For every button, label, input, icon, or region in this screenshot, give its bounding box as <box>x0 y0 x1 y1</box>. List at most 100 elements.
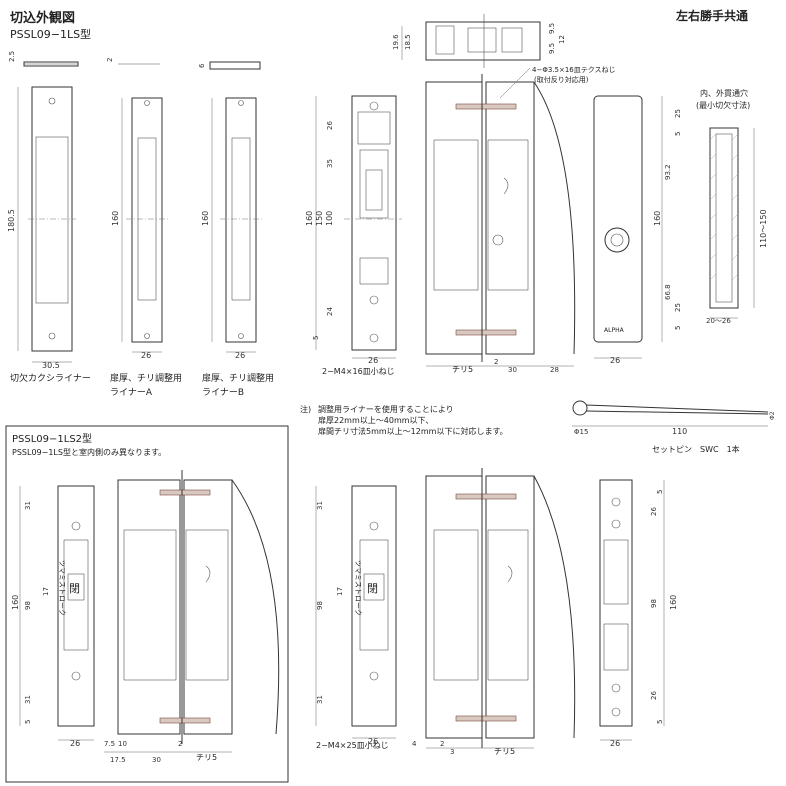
lower-b-4: 4 <box>412 740 417 748</box>
liner-a-height: 160 <box>111 211 120 226</box>
set-pin-length: 110 <box>672 427 687 436</box>
liner-kakushi-width: 30.5 <box>42 361 60 370</box>
front-dim-100: 100 <box>325 211 334 226</box>
side-brand: ALPHA <box>604 327 625 334</box>
liner-kakushi-label: 切欠カクシライナー <box>10 372 91 384</box>
top-dim-1: 19.6 <box>392 34 400 50</box>
side-width: 26 <box>610 356 620 365</box>
lower-b-2: 2 <box>440 740 444 748</box>
ls2-dim-31a: 31 <box>24 501 32 510</box>
ls2-b-2: 2 <box>178 740 182 748</box>
set-pin-diameter: Φ15 <box>574 428 588 436</box>
ls2-stroke: 17 <box>42 587 50 596</box>
ls2-b-17-5: 17.5 <box>110 756 126 764</box>
liner-b-thickness: 6 <box>198 63 206 68</box>
liner-b-height: 160 <box>201 211 210 226</box>
ls2-b-7-5: 7.5 <box>104 740 115 748</box>
screw-m4x25-label: 2−M4×25皿小ねじ <box>316 741 389 750</box>
front-dim-5: 5 <box>312 336 320 340</box>
screw-callout-1: 4−Φ3.5×16皿テクスねじ <box>532 66 616 74</box>
ls2-chiri: チリ5 <box>196 753 217 762</box>
lr-dim-26a: 26 <box>650 507 658 516</box>
chiri-1ls: チリ5 <box>452 365 473 374</box>
side-dim-25a: 25 <box>674 109 682 118</box>
set-pin-pin-d: Φ2 <box>769 411 776 420</box>
front-width-26: 26 <box>368 356 378 365</box>
lower-front-faceplate: 閉 ツマミストローク 31 98 31 17 26 2−M4×25皿小ねじ <box>315 485 397 750</box>
top-dim-5: 12 <box>558 35 566 44</box>
cut-section: 内、外貫通穴 (最小切欠寸法) 110〜150 20〜26 <box>696 88 768 325</box>
ls2-title: PSSL09−1LS2型 <box>12 432 92 445</box>
liner-a-thickness: 2 <box>106 58 114 62</box>
hole-note-1: 内、外貫通穴 <box>700 88 748 98</box>
sec-dim-2: 2 <box>494 358 498 366</box>
side-dim-25b: 25 <box>674 303 682 312</box>
lr-width: 26 <box>610 739 620 748</box>
screw-callout-2: (取付反り対応用) <box>534 75 589 84</box>
side-dim-66: 66.8 <box>664 284 672 300</box>
set-pin: Φ15 110 Φ2 セットピン SWC 1本 <box>572 400 776 454</box>
drawing-title: 切込外観図 <box>10 10 75 26</box>
front-dim-24: 24 <box>326 307 334 316</box>
lower-b-3: 3 <box>450 748 454 756</box>
screw-m4x16-label: 2−M4×16皿小ねじ <box>322 367 395 376</box>
set-pin-caption: セットピン SWC 1本 <box>652 444 740 454</box>
front-dim-35: 35 <box>326 159 334 168</box>
top-dim-4: 9.5 <box>548 43 556 54</box>
ls2-b-30: 30 <box>152 756 161 764</box>
ls2-dim-98: 98 <box>24 601 32 610</box>
ls2-width: 26 <box>70 739 80 748</box>
common-note: 左右勝手共通 <box>675 8 748 23</box>
ls2-dim-160: 160 <box>11 595 20 610</box>
lower-dim-98: 98 <box>316 601 324 610</box>
lr-dim-26b: 26 <box>650 691 658 700</box>
lower-chiri: チリ5 <box>494 747 515 756</box>
liner-b: 6 160 26 扉厚、チリ調整用 ライナーB <box>198 61 274 398</box>
lr-dim-98: 98 <box>650 599 658 608</box>
liner-b-label-2: ライナーB <box>202 387 244 398</box>
lower-tsumami: ツマミストローク <box>354 560 362 616</box>
notes-line-3: 扉間チリ寸法5mm以上〜12mm以下に対応します。 <box>318 426 508 436</box>
sec-dim-28: 28 <box>550 366 559 374</box>
liner-kakushi: 2.5 180.5 30.5 切欠カクシライナー <box>7 51 91 384</box>
liner-a: 2 160 26 扉厚、チリ調整用 ライナーA <box>106 58 182 398</box>
notes-line-1: 調整用ライナーを使用することにより <box>318 404 454 414</box>
lower-close-mark: 閉 <box>367 582 378 595</box>
sec-dim-30: 30 <box>508 366 517 374</box>
section-view-1ls: 4−Φ3.5×16皿テクスねじ (取付反り対応用) チリ5 2 30 28 <box>425 66 616 374</box>
front-dim-160: 160 <box>305 211 314 226</box>
lower-section-view: 4 2 3 チリ5 <box>412 468 576 756</box>
cut-width: 20〜26 <box>706 317 731 325</box>
model-name: PSSL09−1LS型 <box>10 27 91 41</box>
liner-b-label-1: 扉厚、チリ調整用 <box>202 372 274 384</box>
notes-prefix: 注) <box>300 404 311 414</box>
notes: 注) 調整用ライナーを使用することにより 扉厚22mm以上〜40mm以下、 扉間… <box>300 404 508 436</box>
lr-dim-5b: 5 <box>656 720 664 724</box>
lr-dim-160: 160 <box>669 595 678 610</box>
side-dim-160: 160 <box>653 211 662 226</box>
top-dim-3: 9.5 <box>548 23 556 34</box>
liner-kakushi-thickness: 2.5 <box>8 51 16 62</box>
lower-stroke: 17 <box>336 587 344 596</box>
hole-note-2: (最小切欠寸法) <box>696 100 750 110</box>
ls2-b-10: 10 <box>118 740 127 748</box>
lr-dim-5a: 5 <box>656 490 664 494</box>
front-dim-26: 26 <box>326 121 334 130</box>
liner-a-label-1: 扉厚、チリ調整用 <box>110 372 182 384</box>
front-dim-150: 150 <box>315 211 324 226</box>
lower-dim-31a: 31 <box>316 501 324 510</box>
liner-kakushi-height: 180.5 <box>7 209 16 232</box>
side-dim-5b: 5 <box>674 326 682 330</box>
ls2-close-mark: 閉 <box>69 582 80 595</box>
lower-width: 26 <box>368 737 378 746</box>
front-faceplate-1ls: 160 150 100 26 35 24 5 26 2−M4×16皿小ねじ <box>305 95 402 376</box>
cut-range: 110〜150 <box>759 209 768 248</box>
liner-b-width: 26 <box>235 351 245 360</box>
side-view: ALPHA 25 5 93.2 160 66.8 25 5 26 <box>593 95 682 365</box>
liner-a-width: 26 <box>141 351 151 360</box>
ls2-dim-31b: 31 <box>24 695 32 704</box>
notes-line-2: 扉厚22mm以上〜40mm以下、 <box>318 415 434 425</box>
ls2-dim-5: 5 <box>24 720 32 724</box>
top-plan-view: 19.6 18.5 9.5 9.5 12 <box>392 14 566 68</box>
